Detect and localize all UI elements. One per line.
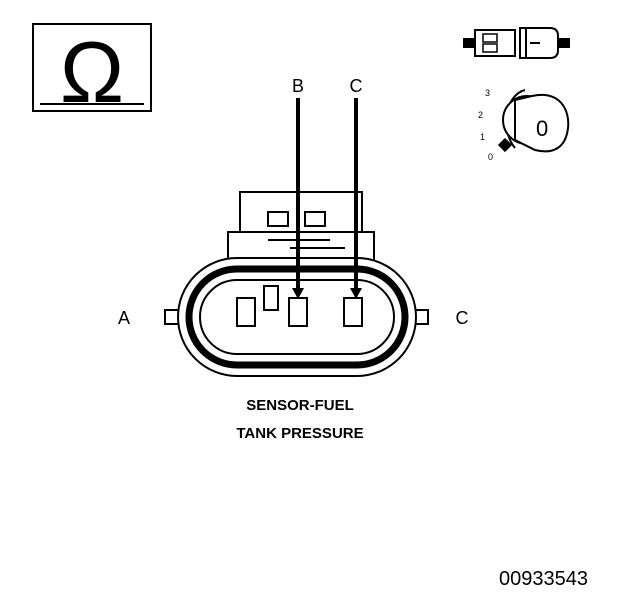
ohmmeter-icon: Ω xyxy=(32,23,152,121)
ohm-symbol: Ω xyxy=(60,25,124,121)
side-label-a: A xyxy=(118,308,130,328)
terminal-c-cavity xyxy=(343,297,363,327)
caption-line-1: SENSOR-FUEL xyxy=(246,397,354,414)
figure-number: 00933543 xyxy=(499,568,588,590)
ignition-pos-0: 0 xyxy=(488,152,493,162)
ignition-pos-1: 1 xyxy=(480,132,485,142)
ignition-pos-2: 2 xyxy=(478,110,483,120)
ignition-key-off-icon: 3 2 1 0 0 xyxy=(478,88,570,162)
caption-line-2: TANK PRESSURE xyxy=(236,425,363,442)
probe-c-label: C xyxy=(350,76,363,96)
side-label-c: C xyxy=(456,308,469,328)
ignition-key-label: 0 xyxy=(536,116,548,141)
disconnected-connector-icon xyxy=(463,27,570,59)
ignition-pos-3: 3 xyxy=(485,88,490,98)
probe-b xyxy=(292,98,304,299)
terminal-a-cavity xyxy=(236,297,256,327)
probe-b-label: B xyxy=(292,76,304,96)
terminal-b-cavity xyxy=(288,297,308,327)
probe-c xyxy=(350,98,362,299)
